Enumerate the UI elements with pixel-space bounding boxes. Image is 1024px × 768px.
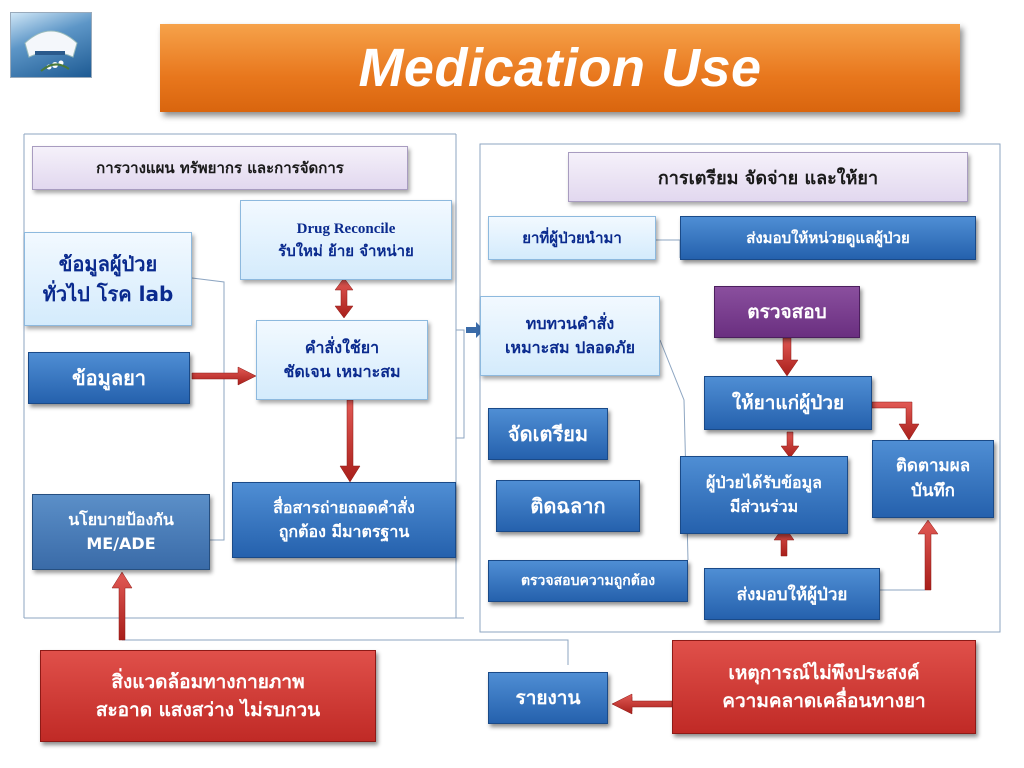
page-title: Medication Use bbox=[358, 37, 761, 99]
deliver-to-patient-box: ส่งมอบให้ผู้ป่วย bbox=[704, 568, 880, 620]
arrow-admin-to-monitor bbox=[872, 402, 919, 440]
planning-header-label: การวางแผน ทรัพยากร และการจัดการ bbox=[96, 156, 344, 180]
arrow-env-to-policy bbox=[112, 572, 132, 640]
review-order-box: ทบทวนคำสั่ง เหมาะสม ปลอดภัย bbox=[480, 296, 660, 376]
preparation-header: การเตรียม จัดจ่าย และให้ยา bbox=[568, 152, 968, 202]
review-order-line2: เหมาะสม ปลอดภัย bbox=[505, 336, 635, 360]
drug-info-label: ข้อมูลยา bbox=[72, 362, 146, 394]
environment-line1: สิ่งแวดล้อมทางกายภาพ bbox=[111, 668, 304, 697]
environment-box: สิ่งแวดล้อมทางกายภาพ สะอาด แสงสว่าง ไม่ร… bbox=[40, 650, 376, 742]
patient-info-line2: ทั่วไป โรค lab bbox=[43, 279, 174, 309]
administer-label: ให้ยาแก่ผู้ป่วย bbox=[732, 388, 844, 418]
transcribe-box: สื่อสารถ่ายถอดคำสั่ง ถูกต้อง มีมาตรฐาน bbox=[232, 482, 456, 558]
check-label: ตรวจสอบ bbox=[747, 297, 826, 327]
arrow-deliver-to-monitor bbox=[918, 520, 938, 590]
arrow-admin-to-involved bbox=[781, 432, 799, 458]
label-label: ติดฉลาก bbox=[530, 490, 605, 522]
drug-info-box: ข้อมูลยา bbox=[28, 352, 190, 404]
policy-line1: นโยบายป้องกัน bbox=[68, 508, 174, 532]
medication-order-box: คำสั่งใช้ยา ชัดเจน เหมาะสม bbox=[256, 320, 428, 400]
policy-line2: ME/ADE bbox=[86, 532, 155, 556]
title-banner: Medication Use bbox=[160, 24, 960, 112]
medication-order-line1: คำสั่งใช้ยา bbox=[305, 336, 379, 360]
environment-line2: สะอาด แสงสว่าง ไม่รบกวน bbox=[96, 696, 320, 725]
arrow-check-to-admin bbox=[776, 338, 798, 376]
medication-order-line2: ชัดเจน เหมาะสม bbox=[283, 360, 400, 384]
prepare-label: จัดเตรียม bbox=[508, 418, 588, 450]
arrow-events-to-report-body bbox=[612, 694, 672, 714]
prepare-box: จัดเตรียม bbox=[488, 408, 608, 460]
planning-header: การวางแผน ทรัพยากร และการจัดการ bbox=[32, 146, 408, 190]
patient-info-box: ข้อมูลผู้ป่วย ทั่วไป โรค lab bbox=[24, 232, 192, 326]
arrow-reconcile-order bbox=[335, 278, 353, 318]
verify-box: ตรวจสอบความถูกต้อง bbox=[488, 560, 688, 602]
adverse-events-line1: เหตุการณ์ไม่พึงประสงค์ bbox=[728, 659, 919, 688]
patient-involved-box: ผู้ป่วยได้รับข้อมูล มีส่วนร่วม bbox=[680, 456, 848, 534]
arrow-order-to-transcribe bbox=[340, 400, 360, 482]
monitor-line1: ติดตามผล bbox=[896, 454, 970, 480]
check-box: ตรวจสอบ bbox=[714, 286, 860, 338]
monitor-box: ติดตามผล บันทึก bbox=[872, 440, 994, 518]
transcribe-line2: ถูกต้อง มีมาตรฐาน bbox=[279, 520, 410, 544]
deliver-to-patient-label: ส่งมอบให้ผู้ป่วย bbox=[737, 581, 848, 608]
drug-reconcile-box: Drug Reconcile รับใหม่ ย้าย จำหน่าย bbox=[240, 200, 452, 280]
report-label: รายงาน bbox=[516, 683, 581, 713]
adverse-events-line2: ความคลาดเคลื่อนทางยา bbox=[722, 687, 925, 716]
patient-involved-line1: ผู้ป่วยได้รับข้อมูล bbox=[706, 471, 822, 495]
deliver-to-unit-label: ส่งมอบให้หน่วยดูแลผู้ป่วย bbox=[746, 226, 910, 250]
administer-box: ให้ยาแก่ผู้ป่วย bbox=[704, 376, 872, 430]
nurse-cap-logo bbox=[10, 12, 92, 78]
monitor-line2: บันทึก bbox=[911, 479, 955, 505]
drug-reconcile-line2: รับใหม่ ย้าย จำหน่าย bbox=[278, 240, 414, 263]
adverse-events-box: เหตุการณ์ไม่พึงประสงค์ ความคลาดเคลื่อนทา… bbox=[672, 640, 976, 734]
patient-own-drugs-box: ยาที่ผู้ป่วยนำมา bbox=[488, 216, 656, 260]
review-order-line1: ทบทวนคำสั่ง bbox=[526, 312, 614, 336]
drug-reconcile-line1: Drug Reconcile bbox=[297, 218, 396, 241]
transcribe-line1: สื่อสารถ่ายถอดคำสั่ง bbox=[273, 496, 415, 520]
patient-info-line1: ข้อมูลผู้ป่วย bbox=[59, 249, 158, 279]
verify-label: ตรวจสอบความถูกต้อง bbox=[521, 570, 655, 592]
patient-involved-line2: มีส่วนร่วม bbox=[730, 495, 798, 519]
policy-box: นโยบายป้องกัน ME/ADE bbox=[32, 494, 210, 570]
preparation-header-label: การเตรียม จัดจ่าย และให้ยา bbox=[658, 163, 878, 192]
label-box: ติดฉลาก bbox=[496, 480, 640, 532]
patient-own-drugs-label: ยาที่ผู้ป่วยนำมา bbox=[522, 226, 622, 250]
deliver-to-unit-box: ส่งมอบให้หน่วยดูแลผู้ป่วย bbox=[680, 216, 976, 260]
report-box: รายงาน bbox=[488, 672, 608, 724]
